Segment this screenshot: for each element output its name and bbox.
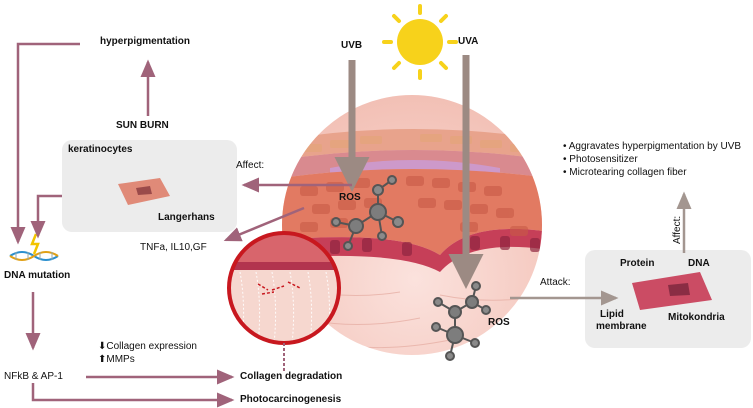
hyperpigmentation-label: hyperpigmentation <box>100 36 191 47</box>
photocarcinogenesis-label: Photocarcinogenesis <box>240 394 342 405</box>
flow-arrows <box>10 42 352 408</box>
gray-arrows <box>510 191 692 306</box>
ros-lower-label: ROS <box>488 317 510 328</box>
damaged-cell-icon <box>632 272 712 310</box>
lipid-label: Lipid <box>600 309 624 320</box>
affect-vertical-label: Affect: <box>672 215 683 244</box>
mmps-label: ⬆MMPs <box>98 354 135 365</box>
affect-label: Affect: <box>236 160 265 171</box>
dna-label: DNA <box>688 258 710 269</box>
uva-effects-list: Aggravates hyperpigmentation by UVB Phot… <box>563 140 741 179</box>
dna-helix-icon <box>9 251 59 261</box>
ros-molecule-lower <box>431 281 491 361</box>
ros-upper-label: ROS <box>339 192 361 203</box>
membrane-label: membrane <box>596 321 647 332</box>
dna-mutation-label: DNA mutation <box>4 270 71 281</box>
langerhans-label: Langerhans <box>158 212 215 223</box>
sun-icon <box>382 4 458 80</box>
protein-label: Protein <box>620 258 655 269</box>
collagen-zoom-inset <box>227 231 341 372</box>
uvb-label: UVB <box>341 40 363 51</box>
cytokines-label: TNFa, IL10,GF <box>140 242 207 253</box>
collagen-expression-label: ⬇Collagen expression <box>98 341 197 352</box>
sunburn-label: SUN BURN <box>116 120 169 131</box>
list-item: Photosensitizer <box>563 153 741 166</box>
nfkb-label: NFkB & AP-1 <box>4 371 63 382</box>
collagen-degradation-label: Collagen degradation <box>240 371 343 382</box>
ros-molecule-upper <box>331 175 404 251</box>
keratinocytes-label: keratinocytes <box>68 144 133 155</box>
lightning-icon <box>30 233 40 255</box>
uva-label: UVA <box>458 36 479 47</box>
list-item: Microtearing collagen fiber <box>563 166 741 179</box>
mitokondria-label: Mitokondria <box>668 312 725 323</box>
langerhans-cell-icon <box>118 178 170 205</box>
attack-label: Attack: <box>540 277 571 288</box>
list-item: Aggravates hyperpigmentation by UVB <box>563 140 741 153</box>
